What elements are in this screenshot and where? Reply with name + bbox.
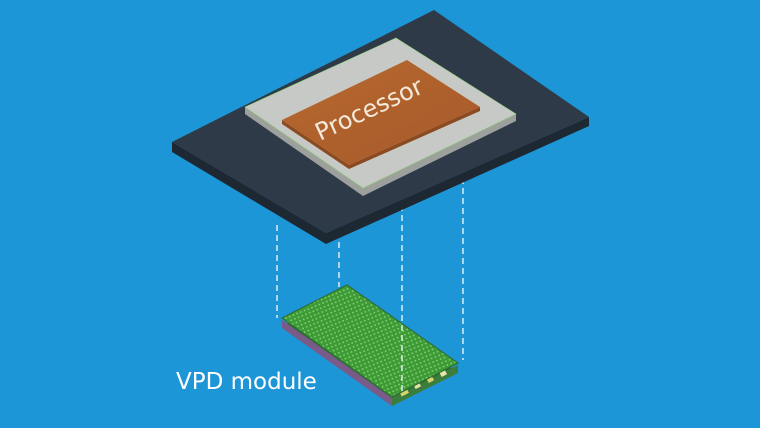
- substrate-edge: [172, 117, 589, 244]
- package-lid-edge: [245, 107, 516, 196]
- module-side-components: [282, 320, 392, 406]
- die-edge: [282, 107, 480, 169]
- guide-lines-back: [276, 225, 340, 318]
- vpd-module: [280, 284, 460, 406]
- vpd-module-label: VPD module: [176, 369, 317, 395]
- processor-package: Processor: [244, 37, 517, 196]
- processor-die: [282, 60, 480, 165]
- module-top-surface: [280, 284, 460, 398]
- guide-lines-front: [401, 178, 464, 392]
